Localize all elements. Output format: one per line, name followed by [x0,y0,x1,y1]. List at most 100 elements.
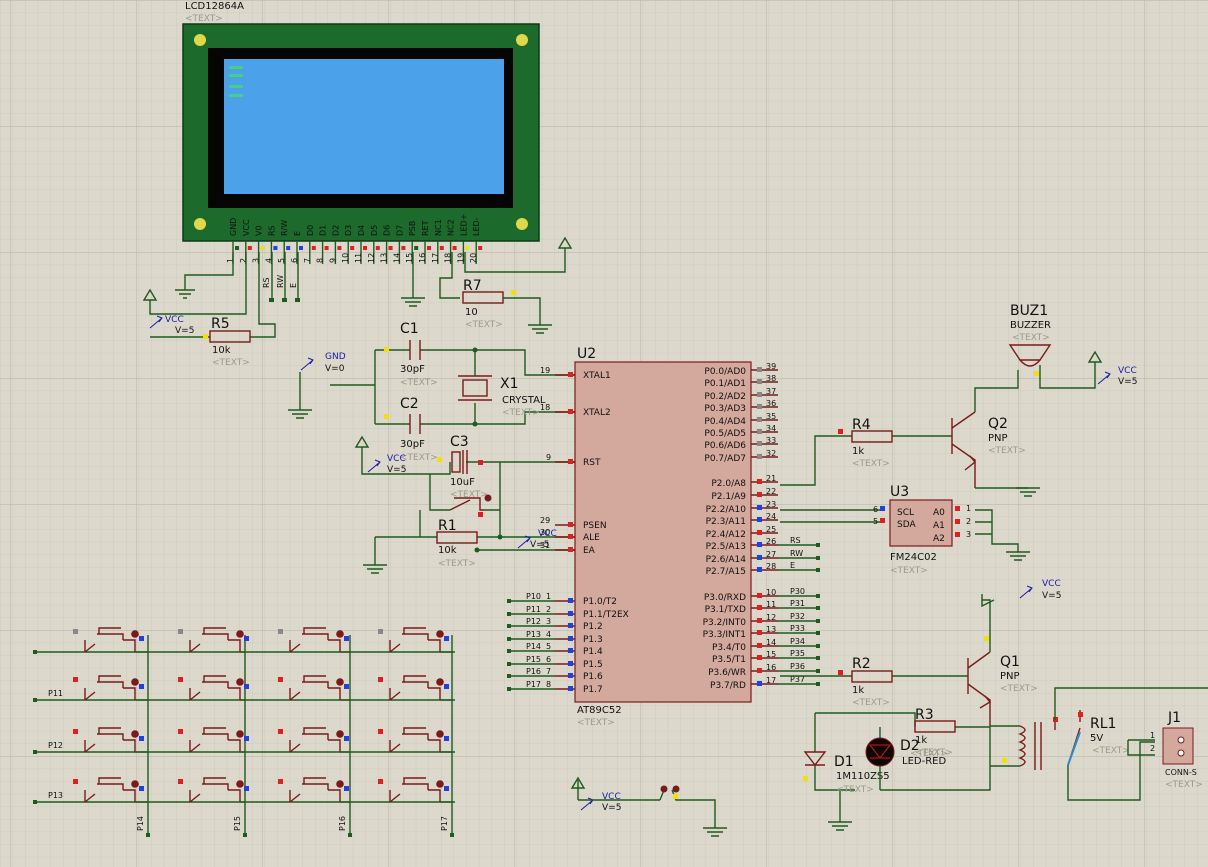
keypad-row-net: P13 [48,791,63,800]
button-lead [428,639,441,652]
keypad-button[interactable] [178,627,249,653]
wire [250,252,276,338]
pin-marker [568,648,573,653]
keypad-button[interactable] [278,727,350,753]
d2-led[interactable] [865,737,895,767]
pin-marker [568,459,573,464]
q2-transistor[interactable] [951,411,976,488]
mcu-pin-number: 35 [766,412,776,421]
lcd-pin-number: 1 [226,258,235,263]
mcu-pin-name: P3.1/TXD [705,605,746,615]
lcd-pixel-line [229,66,243,69]
mcu-pin-number: 5 [546,642,551,651]
reset-button[interactable] [449,497,484,511]
r5-body[interactable] [209,330,251,343]
mcu-pin-name: P2.5/A13 [706,542,746,552]
keypad-button[interactable] [278,675,350,701]
pin-marker [1034,371,1039,376]
keypad-col-net: P14 [136,816,145,831]
keypad-button[interactable] [378,777,452,803]
r3-body[interactable] [914,720,956,733]
x1-crystal-body[interactable] [462,379,488,397]
pin-marker [757,593,762,598]
c1-plates[interactable] [409,340,421,360]
d2-ref: D2 [900,738,920,754]
q1-transistor[interactable] [967,651,991,726]
mcu-pin-number: 9 [546,453,551,462]
button-knob [236,780,244,788]
ground-symbol [1006,551,1030,561]
keypad-button[interactable] [278,627,350,653]
pin-marker [568,611,573,616]
button-contact [289,777,329,803]
pin-marker [73,779,78,784]
keypad-button[interactable] [178,675,249,701]
net-label: P35 [790,649,805,658]
button-knob [236,678,244,686]
j1-ref: J1 [1167,710,1181,726]
r5-value: 10k [212,345,231,356]
mcu-u2[interactable]: U2 AT89C52 <TEXT> 19XTAL118XTAL29RST29PS… [507,346,820,728]
button-lead [123,639,136,652]
button-contact [84,627,124,653]
rl1-coil[interactable] [1018,725,1026,767]
net-label: RS [790,536,801,545]
ground-symbol [363,564,387,574]
pin-marker [344,684,349,689]
mcu-pin-number: 24 [766,512,776,521]
keypad-button[interactable] [378,675,452,701]
r4-body[interactable] [851,430,893,443]
junction [816,682,820,686]
keypad-button[interactable] [73,727,148,753]
mcu-pin-number: 6 [546,655,551,664]
vcc-arrow-icon [367,459,381,473]
pin-marker [73,677,78,682]
pin-marker [444,636,449,641]
pin-marker [350,246,355,250]
eeprom-u3[interactable]: U3 6 5 SCL SDA A0 A1 A2 1 2 3 FM24C02 <T… [780,484,1030,576]
d1-diode[interactable] [803,751,827,767]
button-contact [289,627,329,653]
pin-marker [311,246,316,250]
pin-marker [757,668,762,673]
c3-value: 10uF [450,477,475,488]
keypad-button[interactable] [278,777,350,803]
pin-marker [478,460,483,465]
pin-marker [378,729,383,734]
pin-marker [984,636,989,641]
pin-marker [235,246,239,250]
pin-marker [244,786,249,791]
pin-marker [955,532,960,537]
c3-placeholder: <TEXT> [450,490,488,500]
r1-ref: R1 [438,518,457,534]
switch-knob[interactable] [660,785,668,793]
keypad-button[interactable] [378,627,452,653]
vcc-arrow-icon [149,315,163,329]
keypad-button[interactable] [378,727,452,753]
button-lead [228,739,241,752]
keypad-button[interactable] [178,727,249,753]
r2-body[interactable] [851,670,893,683]
keypad-button[interactable] [73,627,148,653]
pin-marker [344,636,349,641]
r1-body[interactable] [436,531,478,544]
keypad-button[interactable] [73,675,148,701]
r2-value: 1k [852,685,864,696]
pin-marker [1078,712,1083,717]
pin-marker [568,547,573,552]
c3-body[interactable] [451,451,461,473]
pin-marker [444,736,449,741]
pin-marker [437,457,442,462]
keypad-button[interactable] [178,777,249,803]
keypad-button[interactable] [73,777,148,803]
mcu-pin-name: EA [583,546,596,556]
ground-symbol [703,827,727,837]
c2-plates[interactable] [409,414,421,434]
junction [816,669,820,673]
j1-connector[interactable] [1162,727,1194,765]
button-lead [228,789,241,802]
button-lead [228,687,241,700]
